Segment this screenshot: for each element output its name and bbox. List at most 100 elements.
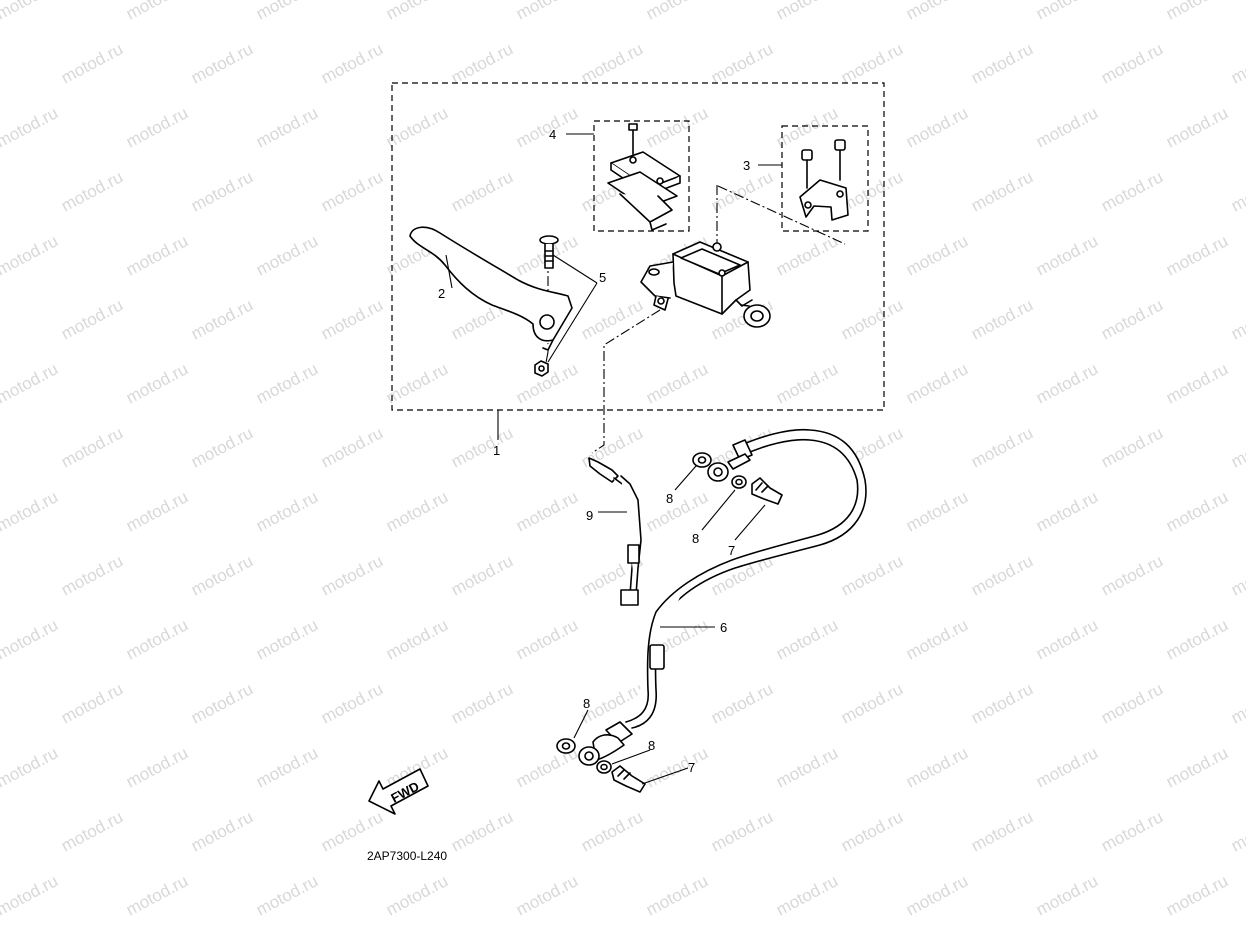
diagram-code: 2AP7300-L240 (367, 849, 447, 863)
watermark-text: motod.ru (448, 39, 516, 87)
watermark-text: motod.ru (838, 39, 906, 87)
master-cylinder-body (640, 241, 771, 328)
watermark-text: motod.ru (1098, 807, 1166, 855)
callout-9: 9 (586, 508, 593, 523)
watermark-text: motod.ru (0, 359, 61, 407)
watermark-text: motod.ru (1163, 743, 1231, 791)
watermark-text: motod.ru (0, 231, 61, 279)
watermark-text: motod.ru (773, 359, 841, 407)
watermark-text: motod.ru (578, 39, 646, 87)
watermark-text: motod.ru (253, 743, 321, 791)
watermark-text: motod.ru (773, 0, 841, 24)
watermark-text: motod.ru (903, 743, 971, 791)
watermark-text: motod.ru (1228, 39, 1246, 87)
watermark-text: motod.ru (253, 487, 321, 535)
watermark-text: motod.ru (1098, 295, 1166, 343)
leader-7a (734, 504, 766, 541)
leader-7b (641, 767, 689, 785)
watermark-text: motod.ru (1163, 231, 1231, 279)
watermark-text: motod.ru (773, 871, 841, 919)
watermark-text: motod.ru (1033, 0, 1101, 24)
watermark-text: motod.ru (0, 0, 61, 24)
cap-group-boundary (593, 120, 690, 232)
watermark-text: motod.ru (578, 807, 646, 855)
callout-2: 2 (438, 286, 445, 301)
watermark-text: motod.ru (0, 103, 61, 151)
watermark-text: motod.ru (903, 487, 971, 535)
watermark-text: motod.ru (58, 807, 126, 855)
watermark-text: motod.ru (253, 0, 321, 24)
watermark-text: motod.ru (318, 551, 386, 599)
lower-union-bolt (611, 765, 646, 793)
watermark-text: motod.ru (1033, 359, 1101, 407)
watermark-text: motod.ru (903, 231, 971, 279)
callout-8-lower-left: 8 (583, 696, 590, 711)
holder-bracket (799, 139, 849, 221)
watermark-text: motod.ru (643, 103, 711, 151)
watermark-text: motod.ru (903, 0, 971, 24)
callout-7-lower: 7 (688, 760, 695, 775)
watermark-text: motod.ru (968, 679, 1036, 727)
watermark-text: motod.ru (0, 487, 61, 535)
watermark-text: motod.ru (903, 871, 971, 919)
watermark-text: motod.ru (1163, 359, 1231, 407)
watermark-text: motod.ru (318, 39, 386, 87)
watermark-text: motod.ru (58, 423, 126, 471)
watermark-text: motod.ru (1163, 103, 1231, 151)
watermark-text: motod.ru (383, 0, 451, 24)
watermark-text: motod.ru (0, 615, 61, 663)
watermark-text: motod.ru (1228, 423, 1246, 471)
watermark-text: motod.ru (253, 103, 321, 151)
leader-5b (547, 282, 598, 363)
watermark-text: motod.ru (253, 615, 321, 663)
watermark-text: motod.ru (383, 487, 451, 535)
watermark-text: motod.ru (1033, 487, 1101, 535)
watermark-text: motod.ru (123, 743, 191, 791)
watermark-text: motod.ru (123, 103, 191, 151)
watermark-text: motod.ru (123, 359, 191, 407)
watermark-text: motod.ru (643, 359, 711, 407)
watermark-text: motod.ru (903, 103, 971, 151)
watermark-text: motod.ru (1098, 167, 1166, 215)
watermark-text: motod.ru (123, 231, 191, 279)
watermark-text: motod.ru (968, 39, 1036, 87)
watermark-text: motod.ru (1163, 871, 1231, 919)
watermark-text: motod.ru (58, 39, 126, 87)
watermark-text: motod.ru (1163, 0, 1231, 24)
watermark-text: motod.ru (318, 679, 386, 727)
watermark-text: motod.ru (903, 615, 971, 663)
watermark-text: motod.ru (383, 615, 451, 663)
watermark-text: motod.ru (968, 295, 1036, 343)
callout-8-upper-left: 8 (666, 491, 673, 506)
watermark-text: motod.ru (513, 487, 581, 535)
watermark-text: motod.ru (188, 295, 256, 343)
watermark-text: motod.ru (513, 615, 581, 663)
watermark-text: motod.ru (1098, 679, 1166, 727)
watermark-text: motod.ru (1033, 615, 1101, 663)
pivot-nut (534, 360, 549, 377)
watermark-text: motod.ru (1098, 39, 1166, 87)
watermark-text: motod.ru (513, 0, 581, 24)
watermark-text: motod.ru (968, 167, 1036, 215)
watermark-text: motod.ru (58, 295, 126, 343)
axis-line (591, 309, 661, 454)
watermark-text: motod.ru (968, 807, 1036, 855)
axis-line (717, 185, 846, 245)
watermark-text: motod.ru (643, 487, 711, 535)
watermark-text: motod.ru (708, 807, 776, 855)
watermark-text: motod.ru (773, 231, 841, 279)
watermark-text: motod.ru (383, 871, 451, 919)
watermark-text: motod.ru (1033, 103, 1101, 151)
watermark-text: motod.ru (58, 551, 126, 599)
watermark-text: motod.ru (253, 359, 321, 407)
watermark-text: motod.ru (58, 679, 126, 727)
leader-8a (674, 465, 697, 491)
watermark-text: motod.ru (1228, 167, 1246, 215)
watermark-text: motod.ru (318, 423, 386, 471)
watermark-text: motod.ru (1228, 551, 1246, 599)
watermark-text: motod.ru (1163, 487, 1231, 535)
reservoir-cap (607, 123, 681, 231)
holder-group-boundary (781, 125, 869, 232)
watermark-text: motod.ru (773, 743, 841, 791)
